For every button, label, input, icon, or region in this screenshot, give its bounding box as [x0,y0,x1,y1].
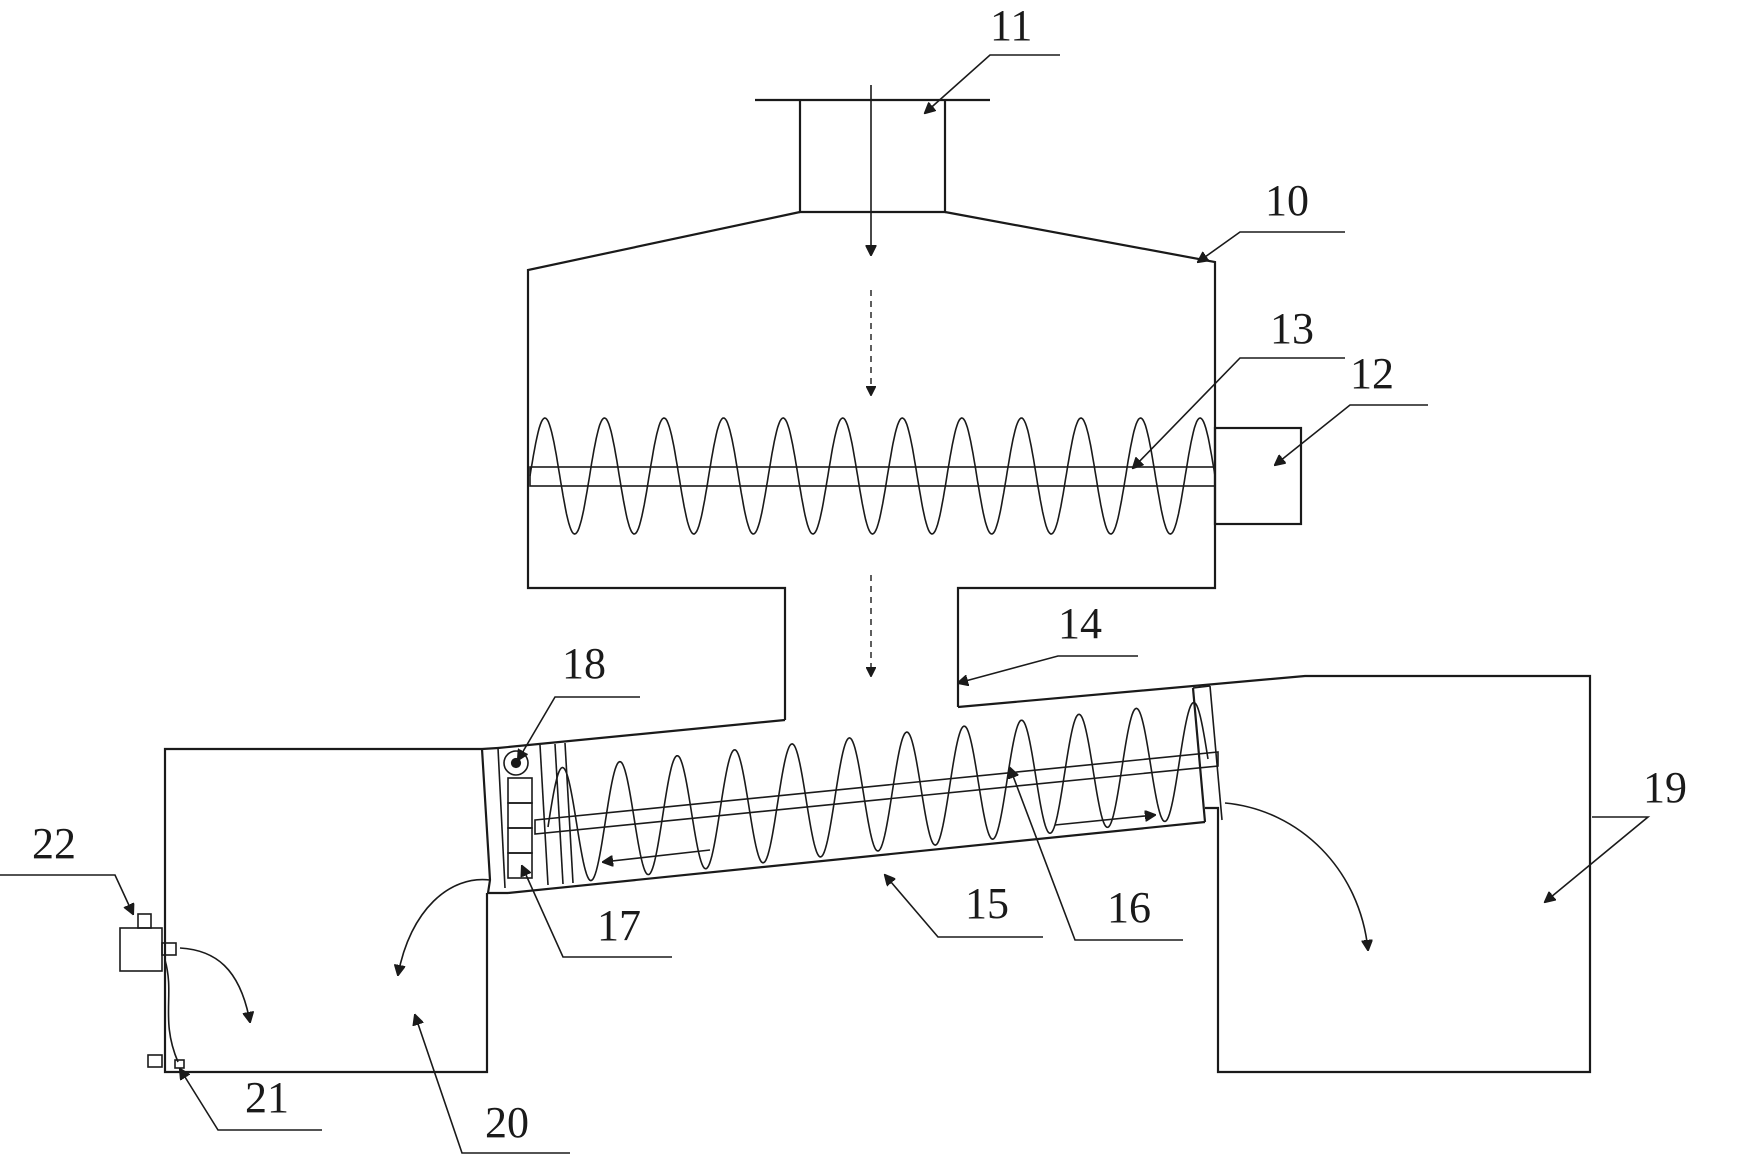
hopper-body [526,210,1217,720]
lower-trough [480,674,1592,1074]
label-14: 14 [1058,599,1102,648]
left-bin [163,747,489,1074]
label-16: 16 [1107,883,1151,932]
sensor-18 [503,750,529,776]
label-18: 18 [562,639,606,688]
label-21: 21 [245,1073,289,1122]
top-screw-conveyor [529,417,1216,535]
feed-inlet [755,98,990,214]
leader-lines [0,54,1651,1154]
label-12: 12 [1350,349,1394,398]
top-motor-box [1213,426,1303,526]
label-11: 11 [990,1,1032,50]
label-19: 19 [1643,763,1687,812]
lower-screw-conveyor [534,701,1219,882]
label-10: 10 [1265,176,1309,225]
label-20: 20 [485,1098,529,1147]
flow-arrows [179,85,1368,1022]
filter-stack [507,777,533,879]
label-22: 22 [32,819,76,868]
label-15: 15 [965,879,1009,928]
label-17: 17 [597,901,641,950]
label-13: 13 [1270,304,1314,353]
left-controller [119,913,185,1069]
